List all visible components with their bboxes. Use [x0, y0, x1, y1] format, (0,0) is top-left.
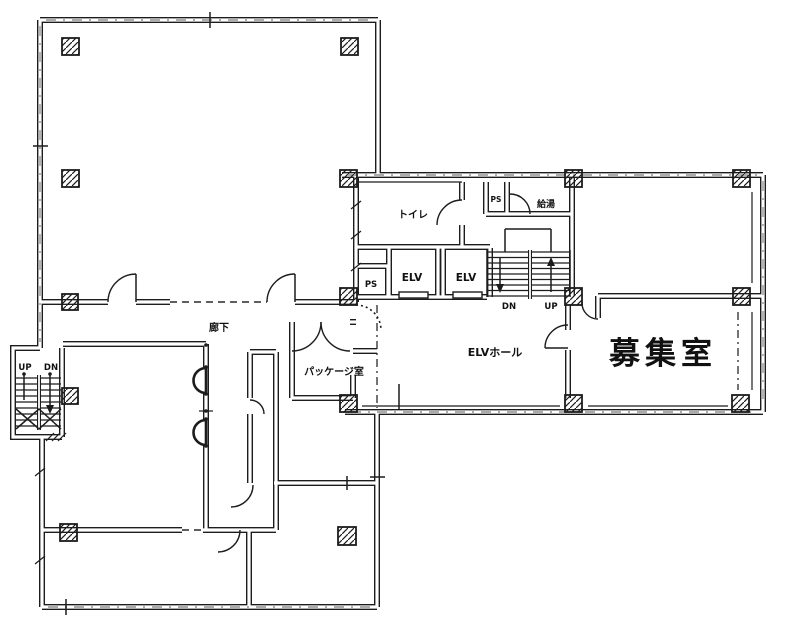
column [337, 526, 357, 546]
door-arc [291, 321, 322, 352]
column [339, 169, 358, 188]
label-ps-west: PS [365, 280, 377, 290]
label-stair-west-up: UP [18, 363, 31, 373]
stairs-west [15, 372, 62, 431]
wall-centerlines [39, 19, 764, 608]
walls [10, 17, 766, 610]
label-elevator-2: ELV [456, 272, 477, 284]
door-arc [230, 484, 254, 508]
hatch-tick [45, 432, 55, 442]
column [564, 169, 583, 188]
room-label-hot-water: 給湯 [537, 198, 555, 210]
door-arc [320, 321, 351, 352]
door-arc [509, 193, 531, 215]
hatch-tick [34, 467, 46, 477]
room-label-recruit: 募集室 [608, 336, 717, 372]
label-elevator-1: ELV [402, 272, 423, 284]
wall-cores [11, 18, 765, 609]
fixtures [33, 12, 753, 615]
booth-door-leaf [192, 418, 208, 447]
column [340, 37, 359, 56]
door-arc [581, 302, 599, 320]
room-label-toilet: トイレ [398, 209, 428, 221]
door-arc [249, 399, 265, 415]
columns [59, 37, 751, 546]
door-arc [436, 199, 463, 226]
stairs-center [486, 228, 571, 299]
room-label-package: パッケージ室 [304, 365, 364, 378]
label-ps-north: PS [491, 195, 502, 204]
column [732, 287, 751, 306]
column [339, 287, 358, 306]
hatch-tick [57, 432, 67, 442]
hatch-tick [350, 262, 362, 272]
elevator-door-sill [398, 291, 429, 299]
door-arc [544, 324, 569, 349]
dashed-lines [170, 301, 739, 531]
label-stair-center-up: UP [544, 302, 557, 312]
door-arc [107, 273, 137, 303]
column [61, 37, 80, 56]
column [732, 169, 751, 188]
room-labels: 募集室 ELVホール パッケージ室 廊下 トイレ 給湯 PS PS ELV EL… [18, 195, 717, 378]
label-stair-center-dn: DN [502, 302, 516, 312]
stair-break-line [15, 408, 62, 431]
label-stair-west-dn: DN [44, 363, 58, 373]
column [731, 394, 750, 413]
hatch-tick [350, 200, 362, 210]
hatch-tick [350, 230, 362, 240]
column [61, 293, 79, 311]
room-label-corridor: 廊下 [209, 321, 229, 334]
column [339, 394, 358, 413]
hatch-tick [51, 432, 61, 442]
booth-door-leaf [192, 366, 208, 395]
doors [107, 193, 599, 553]
hatch-tick [34, 555, 46, 565]
stair-break-line [15, 407, 62, 430]
column [61, 387, 79, 405]
column [564, 394, 583, 413]
door-arc [266, 273, 296, 303]
room-label-elv-hall: ELVホール [468, 346, 523, 359]
elevator-door-sill [452, 291, 483, 299]
column [59, 523, 78, 542]
door-arc [217, 529, 241, 553]
column [61, 169, 80, 188]
